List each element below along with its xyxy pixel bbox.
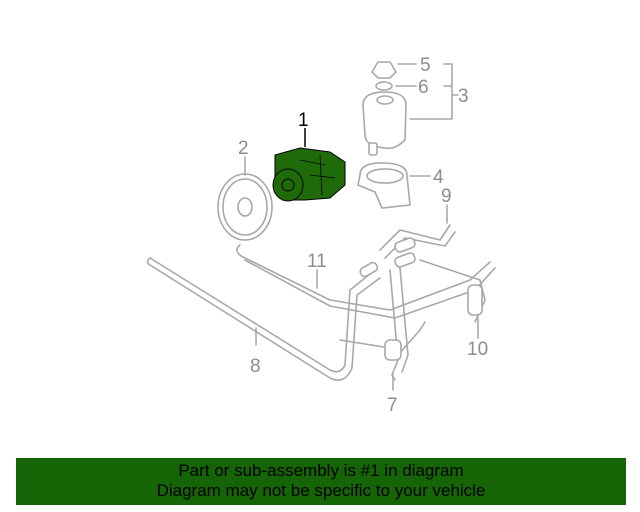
bracket-part-4 — [357, 162, 411, 209]
callout-3: 3 — [458, 86, 469, 107]
callout-5: 5 — [420, 55, 431, 76]
banner-line-1: Part or sub-assembly is #1 in diagram — [178, 461, 464, 480]
callout-7: 7 — [387, 395, 398, 416]
leader-lines — [244, 63, 479, 391]
parts-diagram: 1 2 3 4 5 6 7 8 9 10 11 — [146, 55, 496, 416]
callout-11: 11 — [307, 251, 327, 272]
callout-9: 9 — [441, 186, 452, 207]
hose-lines — [146, 224, 496, 381]
power-steering-pump-part-1 — [272, 147, 346, 202]
info-banner: Part or sub-assembly is #1 in diagram Di… — [16, 458, 626, 505]
pulley-part-2 — [217, 173, 273, 241]
reservoir-part-3 — [362, 61, 407, 156]
callout-8: 8 — [250, 356, 261, 377]
banner-line-2: Diagram may not be specific to your vehi… — [156, 481, 486, 500]
callout-2: 2 — [238, 138, 249, 159]
callout-6: 6 — [418, 77, 429, 98]
callout-1: 1 — [298, 110, 309, 131]
callout-4: 4 — [433, 167, 444, 188]
callout-10: 10 — [467, 339, 488, 360]
